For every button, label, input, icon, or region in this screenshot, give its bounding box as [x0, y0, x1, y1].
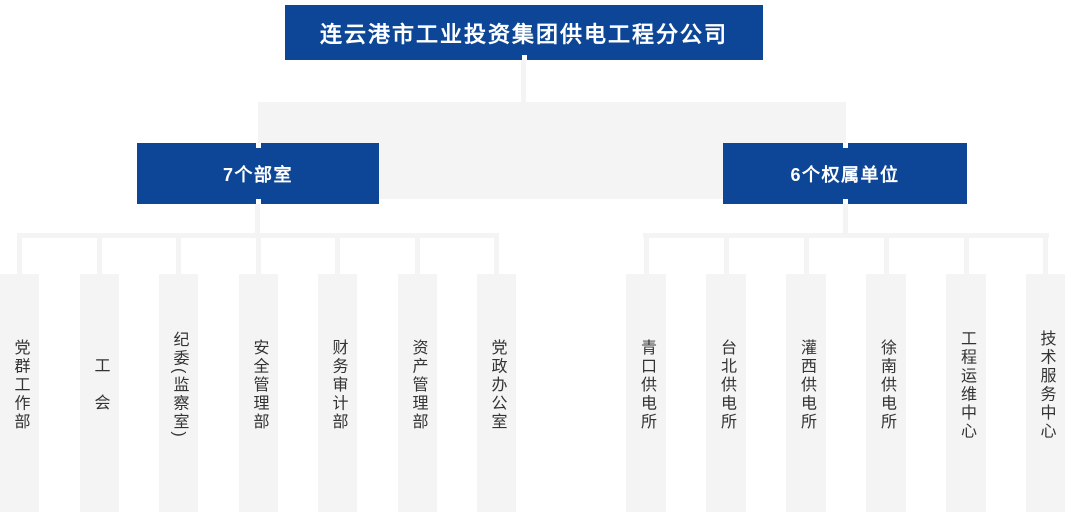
group-top-tick [255, 143, 261, 148]
group-label-subsidiaries: 6个权属单位 [790, 164, 900, 185]
unit-card: 台北供电所 [706, 274, 746, 512]
dept-label: 党群工作部 [11, 338, 29, 432]
connector-right-rail [643, 233, 1049, 238]
connector-right-drop [843, 204, 848, 238]
unit-column: 徐南供电所 [866, 233, 906, 512]
unit-column: 青口供电所 [626, 233, 666, 512]
unit-label: 台北供电所 [718, 338, 735, 432]
group-bottom-tick [255, 199, 261, 204]
connector-stub [176, 233, 181, 278]
unit-card: 青口供电所 [626, 274, 666, 512]
unit-label: 灌西供电所 [798, 338, 815, 432]
unit-label: 徐南供电所 [878, 338, 895, 432]
dept-label: 党政办公室 [488, 338, 506, 432]
connector-left-drop [255, 204, 260, 238]
unit-column: 灌西供电所 [786, 233, 826, 512]
group-box-departments: 7个部室 [137, 143, 379, 204]
dept-card: 纪委(监察室) [159, 274, 198, 512]
connector-stub [256, 233, 261, 278]
connector-stub [963, 233, 969, 278]
root-label: 连云港市工业投资集团供电工程分公司 [319, 21, 728, 47]
connector-stub [17, 233, 22, 278]
dept-label: 安全管理部 [250, 338, 268, 432]
unit-column: 技术服务中心 [1026, 233, 1065, 512]
connector-stub [723, 233, 729, 278]
dept-card: 党政办公室 [477, 274, 516, 512]
dept-card: 财务审计部 [318, 274, 357, 512]
group-top-tick [842, 143, 848, 148]
unit-label: 技术服务中心 [1037, 329, 1055, 441]
dept-column: 党群工作部 [0, 233, 39, 512]
root-box: 连云港市工业投资集团供电工程分公司 [285, 5, 763, 60]
connector-stub [97, 233, 102, 278]
connector-root-drop [521, 60, 526, 102]
dept-column: 安全管理部 [239, 233, 278, 512]
dept-card: 工 会 [80, 274, 119, 512]
connector-stub [494, 233, 499, 278]
unit-column: 工程运维中心 [946, 233, 986, 512]
connector-stub [1043, 233, 1048, 278]
connector-stub [335, 233, 340, 278]
unit-card: 工程运维中心 [946, 274, 986, 512]
dept-column: 财务审计部 [318, 233, 357, 512]
group-box-subsidiaries: 6个权属单位 [723, 143, 967, 204]
unit-card: 徐南供电所 [866, 274, 906, 512]
connector-stub [415, 233, 420, 278]
unit-label: 青口供电所 [638, 338, 655, 432]
group-label-departments: 7个部室 [222, 164, 293, 185]
dept-card: 党群工作部 [0, 274, 39, 512]
dept-column: 纪委(监察室) [159, 233, 198, 512]
group-bottom-tick [842, 199, 848, 204]
dept-column: 工 会 [80, 233, 119, 512]
root-bottom-tick [521, 55, 527, 60]
unit-card: 技术服务中心 [1026, 274, 1065, 512]
dept-label: 财务审计部 [329, 338, 347, 432]
dept-card: 安全管理部 [239, 274, 278, 512]
connector-stub [803, 233, 809, 278]
unit-label: 工程运维中心 [958, 329, 975, 441]
connector-stub [883, 233, 889, 278]
unit-column: 台北供电所 [706, 233, 746, 512]
unit-card: 灌西供电所 [786, 274, 826, 512]
dept-column: 资产管理部 [398, 233, 437, 512]
dept-column: 党政办公室 [477, 233, 516, 512]
dept-label: 纪委(监察室) [170, 330, 188, 440]
connector-stub [643, 233, 649, 278]
dept-label: 工 会 [91, 357, 109, 413]
dept-label: 资产管理部 [409, 338, 427, 432]
dept-card: 资产管理部 [398, 274, 437, 512]
